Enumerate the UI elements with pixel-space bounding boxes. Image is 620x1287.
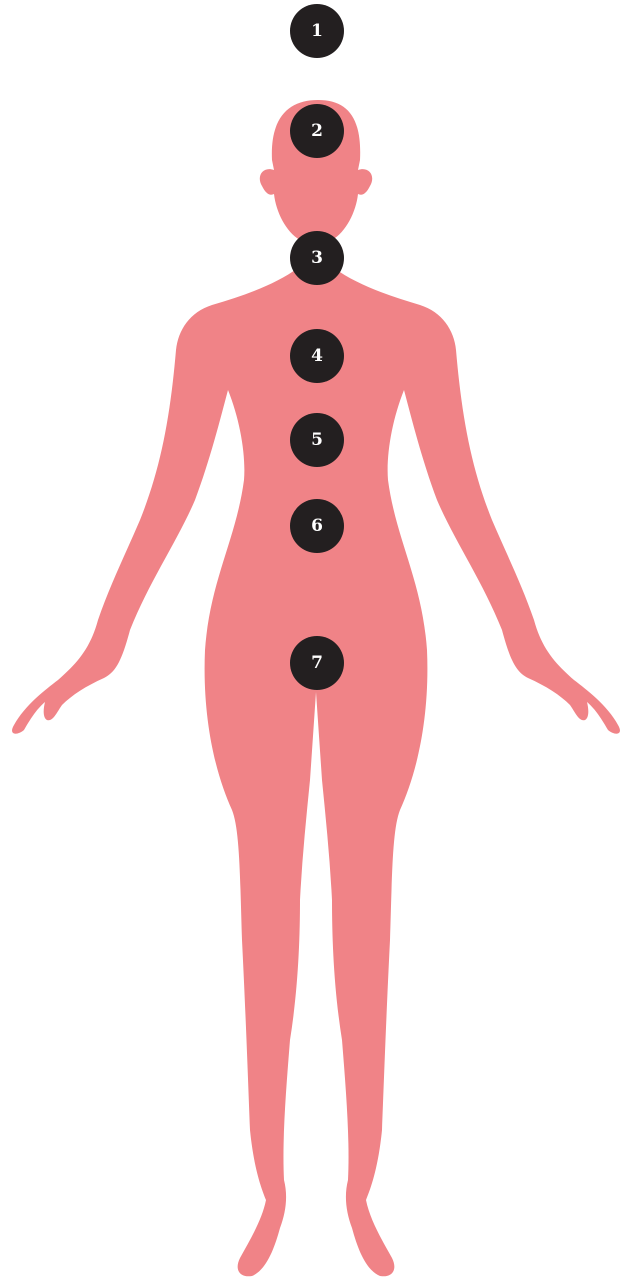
marker-3-label: 3 bbox=[311, 250, 323, 267]
marker-6: 6 bbox=[290, 499, 344, 553]
marker-2-label: 2 bbox=[311, 123, 323, 140]
marker-5-label: 5 bbox=[311, 432, 323, 449]
marker-1-label: 1 bbox=[311, 23, 323, 40]
marker-3: 3 bbox=[290, 231, 344, 285]
marker-7: 7 bbox=[290, 636, 344, 690]
marker-7-label: 7 bbox=[311, 655, 323, 672]
marker-4: 4 bbox=[290, 329, 344, 383]
marker-6-label: 6 bbox=[311, 518, 323, 535]
marker-4-label: 4 bbox=[311, 348, 323, 365]
marker-1: 1 bbox=[290, 4, 344, 58]
marker-5: 5 bbox=[290, 413, 344, 467]
marker-2: 2 bbox=[290, 104, 344, 158]
